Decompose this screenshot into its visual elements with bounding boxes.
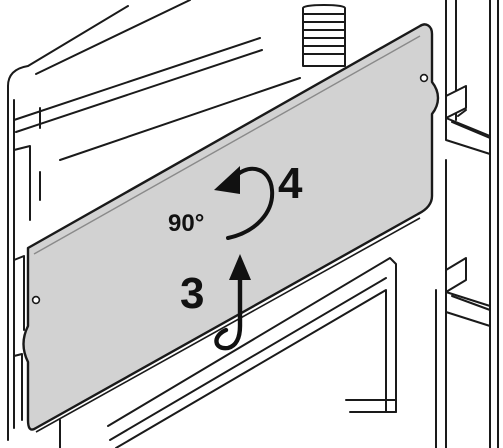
cover-panel-bottom-edge	[35, 217, 421, 433]
step-4-label: 4	[278, 159, 303, 208]
step-3-lift: 3	[180, 254, 251, 351]
cover-panel-top-bevel	[33, 35, 421, 255]
screw-icon-left	[31, 295, 41, 305]
rotation-angle-label: 90°	[168, 210, 204, 237]
lift-arrowhead	[229, 254, 251, 280]
rotate-ccw-arrow-icon	[226, 166, 275, 240]
step-4-rotate: 4 90°	[168, 159, 303, 240]
cover-panel	[22, 23, 440, 433]
step-3-label: 3	[180, 269, 204, 318]
rotate-arrowhead	[214, 166, 240, 194]
fridge-interior-lineart	[7, 0, 499, 448]
cover-panel-shape	[22, 23, 440, 431]
lift-up-arrow-icon	[214, 271, 243, 351]
screw-icon-right	[419, 73, 429, 83]
